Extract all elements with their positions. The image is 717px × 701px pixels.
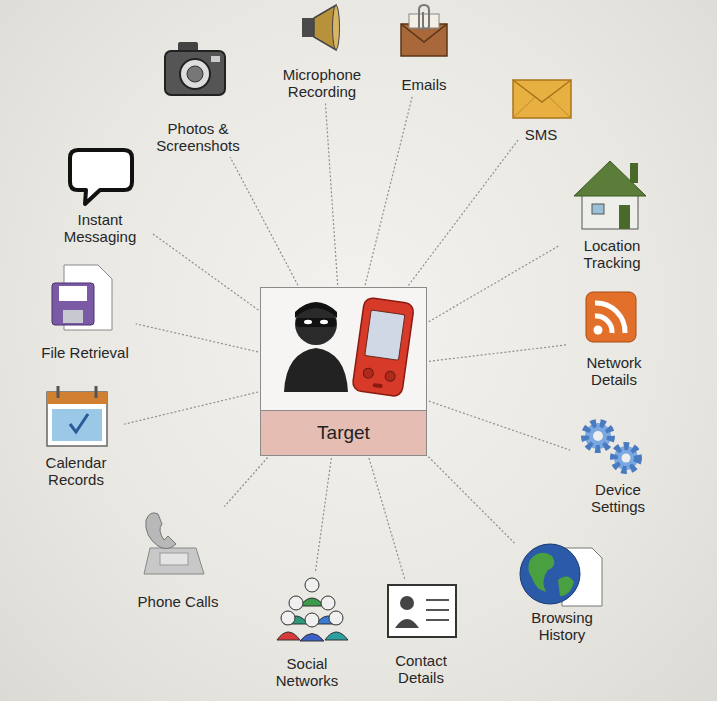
capability-label: Calendar Records [35,454,117,489]
capability-item: Location Tracking [562,158,662,272]
capability-item: Browsing History [517,538,607,644]
connector-line [429,401,570,450]
capability-label: File Retrieval [41,344,129,361]
contact-card-icon [388,585,456,637]
connector-line [152,234,258,310]
connector-line [230,157,298,285]
people-icon [277,578,348,641]
connector-line [369,458,405,579]
capability-label: Social Networks [266,655,348,690]
capability-item: Instant Messaging [50,146,150,246]
capability-label: Emails [401,76,446,93]
capability-item: Social Networks [262,574,352,690]
target-label: Target [261,410,426,455]
connector-line [136,324,258,352]
capability-label: Location Tracking [566,237,658,272]
capability-item: Photos & Screenshots [148,38,248,155]
capability-label: Network Details [573,354,655,389]
target-ground [260,287,427,456]
connector-line [224,458,267,507]
file-icon [52,265,112,330]
capability-label: Microphone Recording [266,66,378,101]
capability-item: Phone Calls [134,508,223,610]
capability-label: Contact Details [380,652,462,687]
speaker-icon [302,5,340,50]
chat-bubble-icon [70,150,132,204]
connector-line [408,139,518,286]
phone-device [352,297,415,397]
capability-label: Browsing History [521,609,603,644]
capability-item: Contact Details [376,582,466,687]
capability-label: Phone Calls [138,593,219,610]
connector-line [429,345,566,361]
house-icon [574,161,646,229]
capability-label: Photos & Screenshots [152,120,244,155]
capability-item: File Retrieval [37,263,133,361]
capability-item: Network Details [569,290,659,389]
connector-line [316,458,332,571]
capability-item: Device Settings [573,418,663,516]
capability-item: Calendar Records [31,383,121,489]
telephone-icon [144,513,204,574]
email-icon [401,5,447,56]
connector-line [124,392,258,424]
rss-icon [586,292,636,342]
connector-line [325,103,337,285]
connector-line [428,457,514,544]
connector-line [365,96,412,285]
capability-item: Microphone Recording [262,4,382,101]
capability-item: Emails [397,6,450,93]
capability-label: SMS [525,126,558,143]
calendar-icon [47,386,107,446]
hacker-figure [284,302,348,392]
gears-icon [585,423,638,470]
camera-icon [165,42,225,95]
target-box: Target [260,287,427,456]
globe-icon [520,544,602,606]
sms-icon [513,80,571,118]
capability-label: Instant Messaging [54,211,146,246]
capability-label: Device Settings [577,481,659,516]
capability-item: SMS [521,76,562,143]
connector-line [429,245,560,321]
